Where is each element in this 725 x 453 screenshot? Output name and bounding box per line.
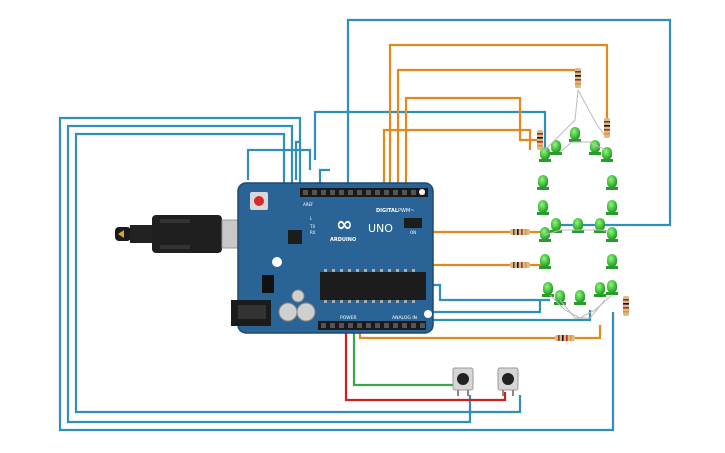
led-12 — [572, 218, 584, 233]
led-21 — [606, 280, 618, 295]
led-13 — [594, 218, 606, 233]
capacitor-3 — [291, 289, 305, 303]
led-1 — [539, 147, 551, 162]
led-9 — [606, 200, 618, 215]
capacitor-1 — [278, 302, 298, 322]
wire-orange-10 — [575, 325, 602, 340]
aref-label: AREF — [303, 202, 314, 207]
resistor-4 — [510, 229, 530, 235]
led-17 — [542, 282, 554, 297]
l-label: L — [310, 216, 313, 221]
led-3 — [569, 127, 581, 142]
resistor-3 — [604, 118, 610, 138]
wire-orange-4 — [382, 128, 532, 192]
board-brand: ARDUINO — [330, 237, 356, 243]
digital-header — [300, 188, 428, 197]
resistor-7 — [623, 296, 629, 316]
led-array — [537, 127, 618, 305]
digital-label: DIGITAL — [376, 208, 399, 214]
wire-blue-upper — [313, 110, 547, 160]
mount-hole-3 — [419, 189, 425, 195]
wire-blue-top-loop — [346, 18, 672, 227]
mount-hole-2 — [424, 310, 432, 318]
icsp-header — [404, 218, 422, 228]
wire-red — [344, 300, 507, 402]
wire-blue-loop-small — [246, 148, 312, 180]
usb-plug-body — [152, 215, 222, 253]
led-18 — [554, 290, 566, 305]
resistor-5 — [510, 262, 530, 268]
tx-label: TX — [309, 224, 315, 229]
led-19 — [574, 290, 586, 305]
capacitor-2 — [296, 302, 316, 322]
pwm-label: PWM~ — [398, 208, 414, 214]
atmega-chip — [320, 272, 426, 300]
usb-chip — [288, 230, 302, 244]
arduino-board: ∞ ARDUINO UNO DIGITAL PWM~ ANALOG IN POW… — [231, 182, 434, 334]
resistor-2 — [537, 130, 543, 150]
led-11 — [550, 218, 562, 233]
resistor-6 — [555, 335, 575, 341]
cable-marker — [118, 230, 124, 238]
power-label: POWER — [340, 315, 357, 321]
on-label: ON — [410, 230, 416, 235]
resistors — [510, 68, 629, 341]
led-2 — [550, 140, 562, 155]
analog-power-header — [318, 321, 426, 330]
analog-label: ANALOG IN — [392, 315, 417, 321]
led-10 — [539, 227, 551, 242]
wire-blue-left-3 — [74, 132, 522, 414]
usb-cable — [115, 215, 253, 253]
resistor-1 — [575, 68, 581, 88]
wire-blue-short — [294, 140, 300, 180]
arduino-logo-icon: ∞ — [336, 212, 353, 236]
led-14 — [606, 227, 618, 242]
wire-orange-1 — [388, 43, 609, 192]
rx-label: RX — [310, 230, 316, 235]
led-7 — [606, 175, 618, 190]
usb-cable-strain — [130, 225, 152, 243]
led-6 — [537, 175, 549, 190]
voltage-regulator — [262, 275, 274, 293]
led-15 — [539, 254, 551, 269]
led-20 — [594, 282, 606, 297]
led-8 — [537, 200, 549, 215]
pushbutton-2[interactable] — [497, 367, 519, 396]
board-model: UNO — [368, 222, 393, 235]
mount-hole-1 — [272, 257, 282, 267]
wire-blue-lower — [420, 310, 592, 322]
pushbutton-1[interactable] — [452, 367, 474, 396]
led-16 — [606, 254, 618, 269]
